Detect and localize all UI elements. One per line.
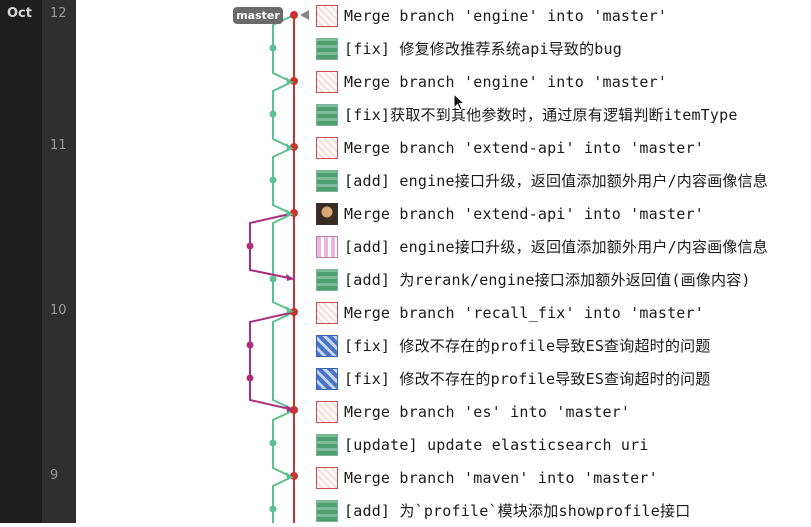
- commit-row[interactable]: [add] 为`profile`模块添加showprofile接口: [316, 494, 690, 527]
- commit-row[interactable]: [add] 为rerank/engine接口添加额外返回值(画像内容): [316, 263, 751, 296]
- head-pointer-icon: [300, 10, 309, 20]
- author-avatar: [316, 136, 338, 159]
- commit-message: Merge branch 'maven' into 'master': [344, 468, 658, 487]
- commit-message: Merge branch 'extend-api' into 'master': [344, 204, 704, 223]
- commit-message: [add] 为`profile`模块添加showprofile接口: [344, 502, 691, 520]
- commit-row[interactable]: [add] engine接口升级，返回值添加额外用户/内容画像信息: [316, 230, 768, 263]
- commit-row[interactable]: Merge branch 'engine' into 'master': [316, 65, 667, 98]
- commit-row[interactable]: [fix]获取不到其他参数时，通过原有逻辑判断itemType: [316, 98, 738, 131]
- commit-message: [fix] 修复修改推荐系统api导致的bug: [344, 40, 622, 58]
- commit-row[interactable]: Merge branch 'maven' into 'master': [316, 461, 658, 494]
- commit-message: [add] engine接口升级，返回值添加额外用户/内容画像信息: [344, 238, 769, 256]
- author-avatar: [316, 235, 338, 258]
- green-commit-dots: [269, 44, 277, 513]
- master-commit-dots: [290, 11, 298, 480]
- commit-message: [add] engine接口升级，返回值添加额外用户/内容画像信息: [344, 172, 769, 190]
- author-avatar: [316, 169, 338, 192]
- day-label: 11: [50, 138, 67, 153]
- month-label: Oct: [7, 6, 32, 21]
- author-avatar: [316, 4, 338, 27]
- day-label: 10: [50, 303, 67, 318]
- commit-message: Merge branch 'engine' into 'master': [344, 72, 668, 91]
- commit-row[interactable]: Merge branch 'es' into 'master': [316, 395, 630, 428]
- commit-message: [update] update elasticsearch uri: [344, 435, 649, 454]
- commit-row[interactable]: [fix] 修改不存在的profile导致ES查询超时的问题: [316, 362, 710, 395]
- commit-row[interactable]: [fix] 修复修改推荐系统api导致的bug: [316, 32, 622, 65]
- commit-row[interactable]: Merge branch 'extend-api' into 'master': [316, 131, 704, 164]
- commit-message: [add] 为rerank/engine接口添加额外返回值(画像内容): [344, 271, 751, 289]
- mouse-cursor-icon: [453, 93, 465, 111]
- day-column: 12 11 10 9: [42, 0, 76, 523]
- commit-message: Merge branch 'engine' into 'master': [344, 6, 668, 25]
- author-avatar: [316, 37, 338, 60]
- month-column: Oct: [0, 0, 42, 523]
- commit-message: Merge branch 'recall_fix' into 'master': [344, 303, 704, 322]
- author-avatar: [316, 268, 338, 291]
- commit-message: [fix] 修改不存在的profile导致ES查询超时的问题: [344, 370, 711, 388]
- author-avatar: [316, 70, 338, 93]
- author-avatar: [316, 466, 338, 489]
- branch-tag-master[interactable]: master: [233, 7, 283, 24]
- day-label: 9: [50, 468, 59, 483]
- commit-row[interactable]: [add] engine接口升级，返回值添加额外用户/内容画像信息: [316, 164, 768, 197]
- commit-message: [fix]获取不到其他参数时，通过原有逻辑判断itemType: [344, 106, 738, 124]
- author-avatar: [316, 202, 338, 225]
- commit-message: Merge branch 'extend-api' into 'master': [344, 138, 704, 157]
- author-avatar: [316, 334, 338, 357]
- commit-message: [fix] 修改不存在的profile导致ES查询超时的问题: [344, 337, 711, 355]
- merge-arrow-icons: [286, 77, 294, 479]
- author-avatar: [316, 400, 338, 423]
- author-avatar: [316, 433, 338, 456]
- purple-commit-dots: [246, 242, 254, 382]
- commit-row[interactable]: [update] update elasticsearch uri: [316, 428, 649, 461]
- author-avatar: [316, 103, 338, 126]
- day-label: 12: [50, 6, 67, 21]
- commit-row[interactable]: Merge branch 'recall_fix' into 'master': [316, 296, 704, 329]
- commit-row[interactable]: Merge branch 'engine' into 'master': [316, 0, 667, 32]
- feature-branch-green: [272, 14, 295, 523]
- commit-message: Merge branch 'es' into 'master': [344, 402, 631, 421]
- author-avatar: [316, 301, 338, 324]
- author-avatar: [316, 367, 338, 390]
- commit-row[interactable]: Merge branch 'extend-api' into 'master': [316, 197, 704, 230]
- commit-row[interactable]: [fix] 修改不存在的profile导致ES查询超时的问题: [316, 329, 710, 362]
- author-avatar: [316, 499, 338, 522]
